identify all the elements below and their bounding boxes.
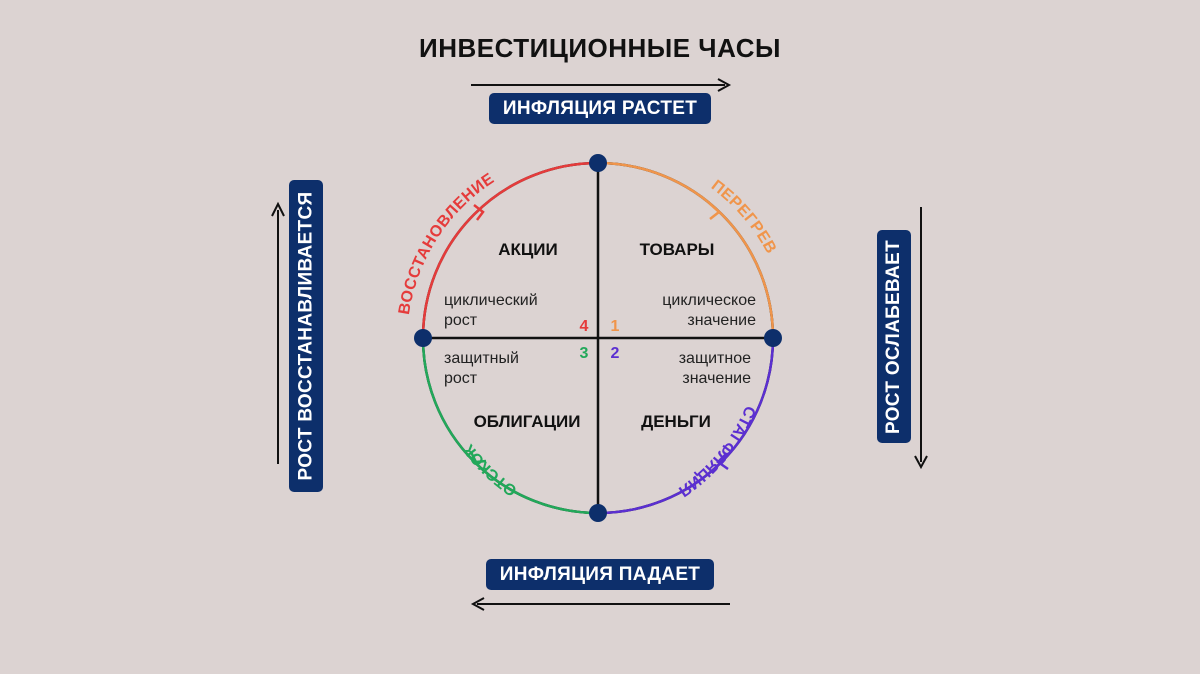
arrow-left-bottom [470, 597, 730, 611]
asset-stocks: АКЦИИ [498, 240, 558, 259]
node-left [414, 329, 432, 347]
desc-stocks-line1: циклический [444, 292, 538, 309]
asset-bonds: ОБЛИГАЦИИ [474, 412, 581, 431]
stagflation-arrowhead [716, 453, 729, 471]
desc-cash-line2: значение [682, 370, 751, 387]
desc-cash-line1: защитное [679, 350, 751, 367]
desc-commodities-line2: значение [687, 312, 756, 329]
phase-overheat-label: ПЕРЕГРЕВ [708, 177, 780, 257]
phase-reflation-label: ОТСКОК [461, 440, 521, 498]
inflation-rising-label: ИНФЛЯЦИЯ РАСТЕТ [489, 93, 711, 124]
desc-bonds-line2: рост [444, 370, 478, 387]
asset-commodities: ТОВАРЫ [640, 240, 715, 259]
phase-number-2: 2 [611, 345, 620, 362]
node-top [589, 154, 607, 172]
desc-bonds-line1: защитный [444, 350, 519, 367]
phase-number-1: 1 [611, 318, 620, 335]
node-bottom [589, 504, 607, 522]
reflation-arrowhead [469, 451, 487, 464]
recovery-arrowhead [473, 204, 485, 221]
overheat-arrowhead [708, 202, 721, 220]
arrow-up-left [271, 201, 285, 464]
arrow-right-top [471, 78, 732, 92]
desc-stocks-line2: рост [444, 312, 478, 329]
phase-number-3: 3 [580, 345, 589, 362]
node-right [764, 329, 782, 347]
growth-recovering-label: РОСТ ВОССТАНАВЛИВАЕТСЯ [289, 180, 323, 492]
desc-commodities-line1: циклическое [662, 292, 756, 309]
page-title: ИНВЕСТИЦИОННЫЕ ЧАСЫ [419, 33, 781, 63]
arrow-down-right [914, 207, 928, 470]
inflation-falling-label: ИНФЛЯЦИЯ ПАДАЕТ [486, 559, 714, 590]
phase-number-4: 4 [580, 318, 589, 335]
growth-weakening-label: РОСТ ОСЛАБЕВАЕТ [877, 230, 911, 443]
asset-cash: ДЕНЬГИ [641, 412, 711, 431]
